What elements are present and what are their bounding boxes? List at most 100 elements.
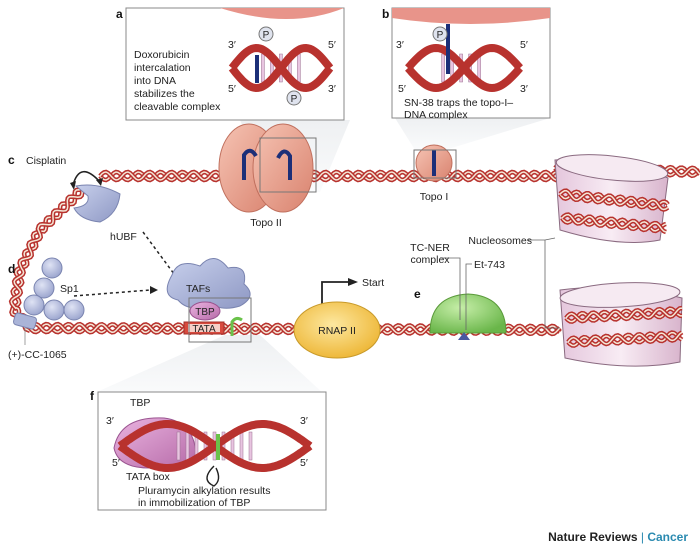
strand-label: 5′ — [112, 457, 120, 469]
zoom-funnel-b — [395, 118, 550, 150]
panel-b: P — [391, 7, 551, 119]
arrowhead-icon — [150, 286, 158, 294]
doxorubicin-icon — [242, 148, 258, 180]
svg-text:P: P — [291, 94, 298, 105]
pluramycin-icon — [216, 434, 220, 460]
strand-label: 3′ — [300, 415, 308, 427]
phosphate-icon: P — [286, 90, 302, 106]
base-pair — [297, 53, 301, 83]
dna-strand — [565, 307, 683, 323]
journal-separator: | — [640, 530, 644, 544]
dna-strand — [565, 307, 683, 322]
journal-credit: Nature Reviews | Cancer — [548, 530, 688, 544]
journal-subject: Cancer — [647, 530, 688, 544]
topo-i-fragment — [392, 8, 550, 24]
start-label: Start — [362, 277, 384, 289]
leader-line — [465, 263, 472, 330]
dna-strand — [567, 331, 683, 347]
hubf-label: hUBF — [110, 231, 137, 243]
dna-strand — [561, 213, 667, 233]
tata-box-label: TATA box — [126, 471, 171, 483]
panel-label-d: d — [8, 262, 15, 276]
strand-label: 5′ — [520, 39, 528, 51]
strand-label: 5′ — [328, 39, 336, 51]
dna-strand — [117, 420, 313, 472]
dna-strand — [99, 171, 561, 181]
doxorubicin-caption-line: intercalation — [134, 62, 191, 74]
base-pair — [261, 53, 265, 83]
panel-label-c: c — [8, 153, 15, 167]
nucleosome — [559, 282, 683, 367]
panel-label-a: a — [116, 7, 123, 21]
zoom-frame-b — [413, 149, 457, 179]
sn38-caption-line: DNA complex — [404, 109, 468, 121]
base-pair — [221, 431, 226, 461]
tbp-label: TBP — [130, 397, 150, 409]
base-pair — [185, 431, 190, 461]
doxorubicin-caption-line: cleavable complex — [134, 101, 221, 113]
doxorubicin-icon — [255, 55, 259, 83]
hubf-protein — [73, 184, 121, 223]
topo-ii-label: Topo II — [250, 217, 282, 229]
panel-a: P P — [125, 7, 345, 121]
tata-label: TATA — [192, 324, 216, 335]
rnap-ii-enzyme — [293, 301, 381, 359]
dna-helix-f — [117, 420, 313, 472]
et743-drug-icon — [458, 332, 470, 340]
zoom-frame-a — [259, 137, 317, 193]
rnap-ii-label: RNAP II — [318, 325, 356, 337]
phosphate-icon: P — [258, 26, 274, 42]
strand-label: 5′ — [300, 457, 308, 469]
leader-line — [440, 257, 461, 320]
panel-f — [97, 391, 327, 511]
cc1065-label: (+)-CC-1065 — [8, 349, 67, 361]
topo-ii-fragment — [220, 8, 344, 19]
doxorubicin-caption-line: Doxorubicin — [134, 49, 190, 61]
cisplatin-label: Cisplatin — [26, 155, 66, 167]
nucleosome-dna — [558, 188, 684, 348]
tc-ner-label: TC-NER — [410, 242, 450, 254]
cc1065-drug-icon — [12, 312, 38, 330]
tbp-protein — [189, 301, 221, 321]
doxorubicin-caption-line: stabilizes the — [134, 88, 195, 100]
zoom-funnel-f — [90, 335, 325, 395]
tc-ner-label: complex — [410, 254, 450, 266]
sn38-caption-line: SN-38 traps the topo-I– — [404, 97, 513, 109]
immobilization-arrow-icon — [206, 465, 220, 487]
pluramycin-caption-line: in immobilization of TBP — [138, 497, 250, 509]
pluramycin-icon — [230, 316, 243, 336]
strand-label: 3′ — [228, 39, 236, 51]
dna-strand — [559, 189, 669, 211]
svg-text:P: P — [437, 30, 444, 41]
et743-label: Et-743 — [474, 259, 505, 271]
topo-i-label: Topo I — [420, 191, 449, 203]
nucleosome-leader — [528, 237, 560, 329]
strand-label: 3′ — [106, 415, 114, 427]
dna-strand — [405, 43, 523, 93]
arrowhead-icon — [70, 181, 76, 190]
zoom-frame-f — [188, 297, 252, 343]
dna-strand — [228, 43, 334, 93]
dna-helix-a — [228, 43, 334, 93]
panel-label-f: f — [90, 389, 95, 403]
tafs-label: TAFs — [186, 283, 210, 295]
strand-label: 3′ — [520, 83, 528, 95]
dashed-arrow — [142, 231, 181, 283]
doxorubicin-icon — [276, 149, 292, 180]
sn38-icon — [446, 24, 450, 74]
svg-text:P: P — [263, 30, 270, 41]
doxorubicin-caption-line: into DNA — [134, 75, 176, 87]
strand-label: 5′ — [228, 83, 236, 95]
tc-ner-complex — [429, 293, 507, 334]
dashed-arrow — [73, 289, 151, 297]
base-pair — [239, 431, 244, 461]
dna-strand — [567, 331, 683, 346]
start-arrow-icon — [321, 281, 350, 310]
base-pair — [248, 431, 253, 461]
tata-box-inner — [188, 324, 220, 332]
tafs-protein — [166, 258, 251, 309]
base-pair — [441, 53, 445, 83]
sp1-protein — [23, 257, 85, 321]
cisplatin-bend-arrow-icon — [72, 170, 101, 186]
